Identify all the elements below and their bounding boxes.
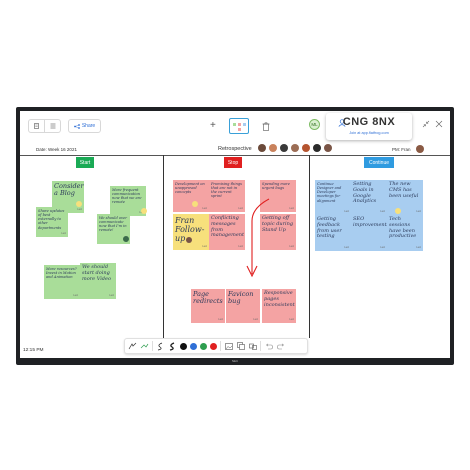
sticky-note[interactable]: We should over communicate now that I'm …: [97, 214, 130, 244]
emoji-sticker: [141, 208, 147, 214]
color-blue[interactable]: [190, 342, 197, 350]
column-stop-header: Stop: [224, 157, 242, 168]
sticky-note[interactable]: Continue Designer and Developer meetings…: [315, 180, 351, 215]
join-code: CNG 8NX: [342, 116, 396, 128]
sticky-note[interactable]: Share updates of best externally to othe…: [36, 207, 68, 237]
join-code-card: CNG 8NX Join at app.flatfrog.com: [326, 113, 412, 140]
sticky-note[interactable]: More frequent communication now that we …: [110, 186, 146, 216]
color-black[interactable]: [180, 342, 187, 350]
participant-avatar: [302, 144, 310, 152]
color-red[interactable]: [210, 342, 217, 350]
pen-mode-icon[interactable]: [140, 342, 149, 351]
column-divider: [163, 155, 164, 338]
copy-icon[interactable]: [236, 342, 245, 351]
emoji-sticker: [123, 236, 129, 242]
participant-avatar: [291, 144, 299, 152]
board-thumbnail[interactable]: [228, 118, 249, 134]
color-green[interactable]: [200, 342, 207, 350]
view-toggle-group: [28, 119, 61, 133]
pen-select-icon[interactable]: [128, 342, 137, 351]
participant-avatar: [324, 144, 332, 152]
grid-icon[interactable]: [44, 120, 60, 132]
participant-avatar: [280, 144, 288, 152]
whiteboard-screen: Share + ML CNG 8NX Join at app.flatfrog.…: [20, 111, 450, 358]
user-avatar[interactable]: ML: [309, 119, 320, 130]
participant-avatars: [258, 144, 332, 152]
toolbar-separator: [152, 341, 153, 351]
participant-avatar: [313, 144, 321, 152]
user-icon: [338, 119, 346, 127]
column-start-header: Start: [76, 157, 94, 168]
share-icon: [73, 123, 80, 129]
join-url: Join at app.flatfrog.com: [349, 131, 389, 135]
undo-icon[interactable]: [264, 342, 273, 351]
close-icon[interactable]: [435, 120, 443, 128]
image-icon[interactable]: [224, 342, 233, 351]
thick-pen-icon[interactable]: [168, 341, 177, 351]
thin-pen-icon[interactable]: [156, 342, 165, 351]
emoji-sticker: [395, 208, 401, 214]
document-icon[interactable]: [29, 120, 44, 132]
column-continue-header: Continue: [364, 157, 394, 168]
hand-drawn-arrow: [246, 198, 270, 278]
participant-avatar: [258, 144, 266, 152]
sticky-note[interactable]: More resources? Invest in Motion and Ani…: [44, 265, 80, 299]
toolbar-separator: [220, 341, 221, 351]
emoji-sticker: [192, 201, 198, 207]
layers-icon[interactable]: [248, 342, 257, 351]
share-label: Share: [81, 123, 96, 129]
header-divider: [20, 155, 450, 156]
board-pm: PM: Fran: [392, 147, 411, 152]
share-button[interactable]: Share: [68, 119, 101, 133]
emoji-sticker: [186, 237, 192, 243]
toolbar-separator: [260, 341, 261, 351]
participant-avatar: [269, 144, 277, 152]
drawing-toolbar: [124, 338, 308, 354]
trash-icon[interactable]: [262, 122, 270, 131]
sticky-note[interactable]: Promising things that are not in the cur…: [209, 180, 245, 212]
plus-icon[interactable]: +: [210, 120, 216, 131]
column-divider: [309, 155, 310, 338]
redo-icon[interactable]: [276, 342, 285, 351]
minimize-icon[interactable]: [422, 120, 430, 128]
board-date: Date: Week 16 2021: [36, 147, 77, 152]
clock: 12:15 PM: [23, 348, 44, 353]
monitor-brand: NEC: [231, 359, 239, 363]
emoji-sticker: [76, 201, 82, 207]
board-title: Retrospective: [218, 146, 252, 152]
board-tools: +: [210, 117, 270, 135]
pm-avatar: [416, 145, 424, 153]
